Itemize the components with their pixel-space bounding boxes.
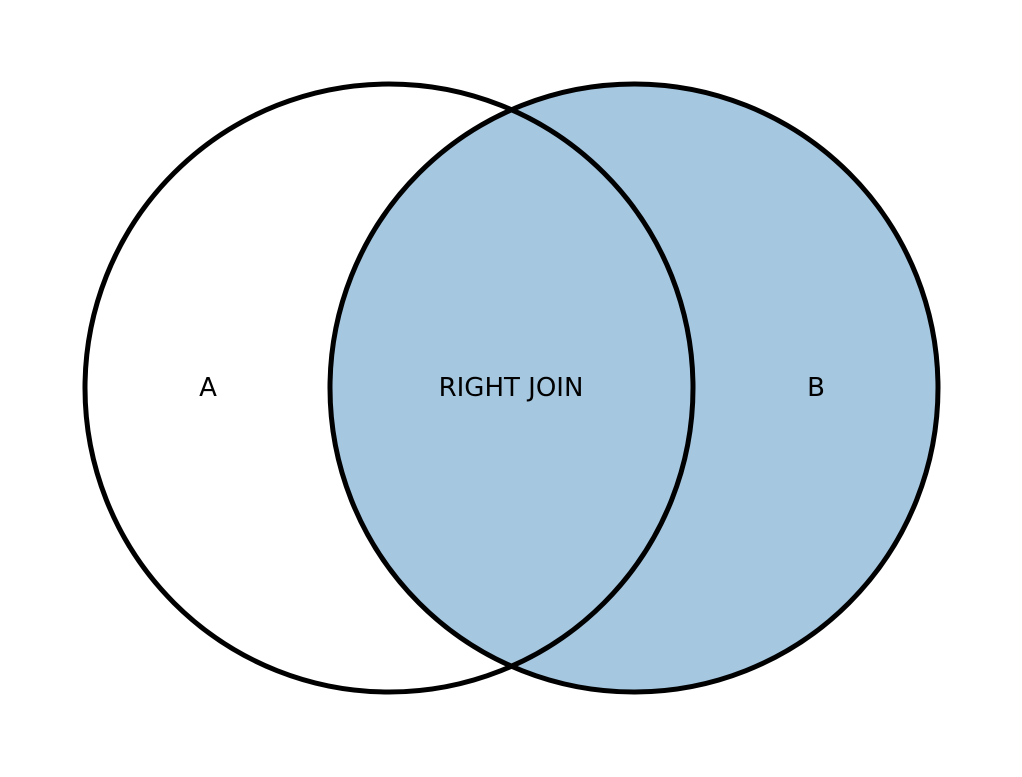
intersection-label: RIGHT JOIN [439,373,584,403]
set-b-label: B [807,373,825,403]
set-b-outline [327,81,941,695]
set-a-outline [82,81,696,695]
intersection-fill [330,84,693,692]
set-a-label: A [199,373,217,403]
